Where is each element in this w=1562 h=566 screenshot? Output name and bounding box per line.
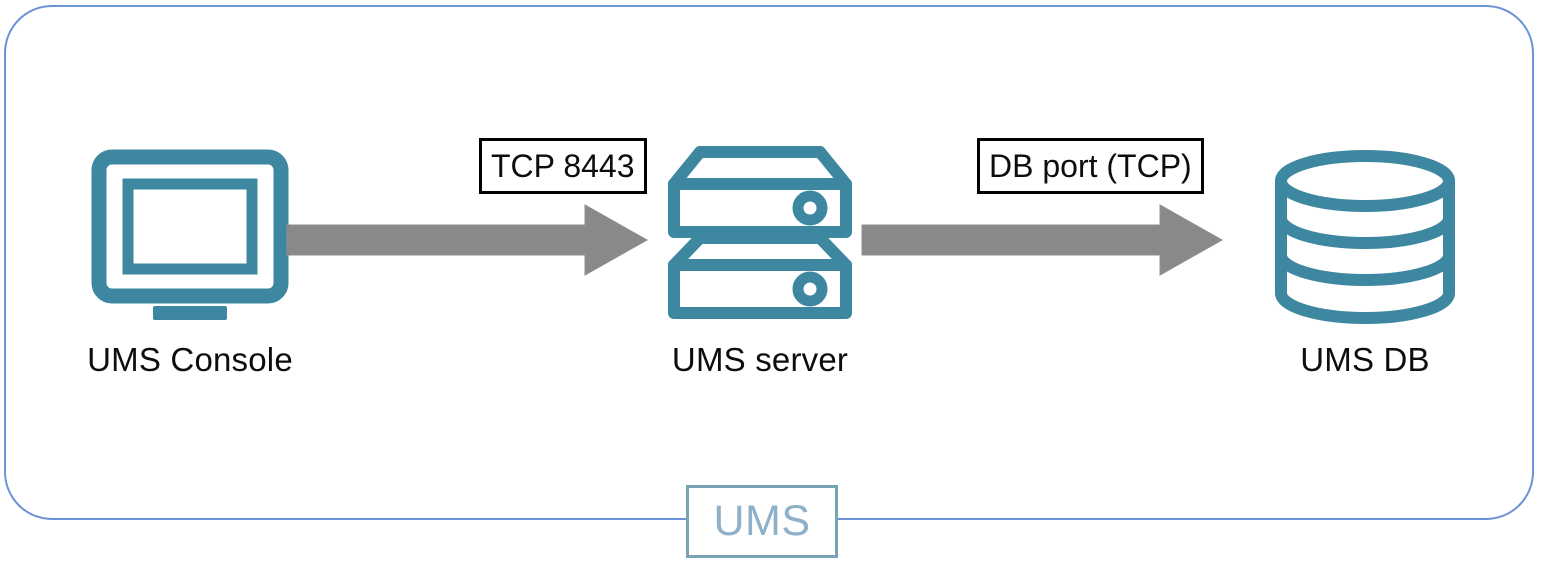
- node-label-ums-server: UMS server: [671, 341, 849, 378]
- arrow-console-to-server: [285, 203, 653, 282]
- arrow-server-to-db: [860, 203, 1228, 282]
- monitor-icon: [90, 148, 290, 335]
- node-ums-db[interactable]: UMS DB: [1215, 145, 1515, 379]
- node-ums-server[interactable]: UMS server: [610, 140, 910, 379]
- server-stack-icon: [660, 140, 860, 335]
- ums-boundary-badge: UMS: [686, 485, 838, 558]
- database-cylinder-icon: [1265, 145, 1465, 335]
- ums-boundary-badge-label: UMS: [713, 497, 811, 545]
- node-label-ums-console: UMS Console: [87, 341, 293, 378]
- port-label-db-port: DB port (TCP): [977, 138, 1204, 194]
- port-label-tcp-8443: TCP 8443: [479, 138, 647, 194]
- node-label-ums-db: UMS DB: [1300, 341, 1430, 378]
- node-ums-console[interactable]: UMS Console: [40, 148, 340, 379]
